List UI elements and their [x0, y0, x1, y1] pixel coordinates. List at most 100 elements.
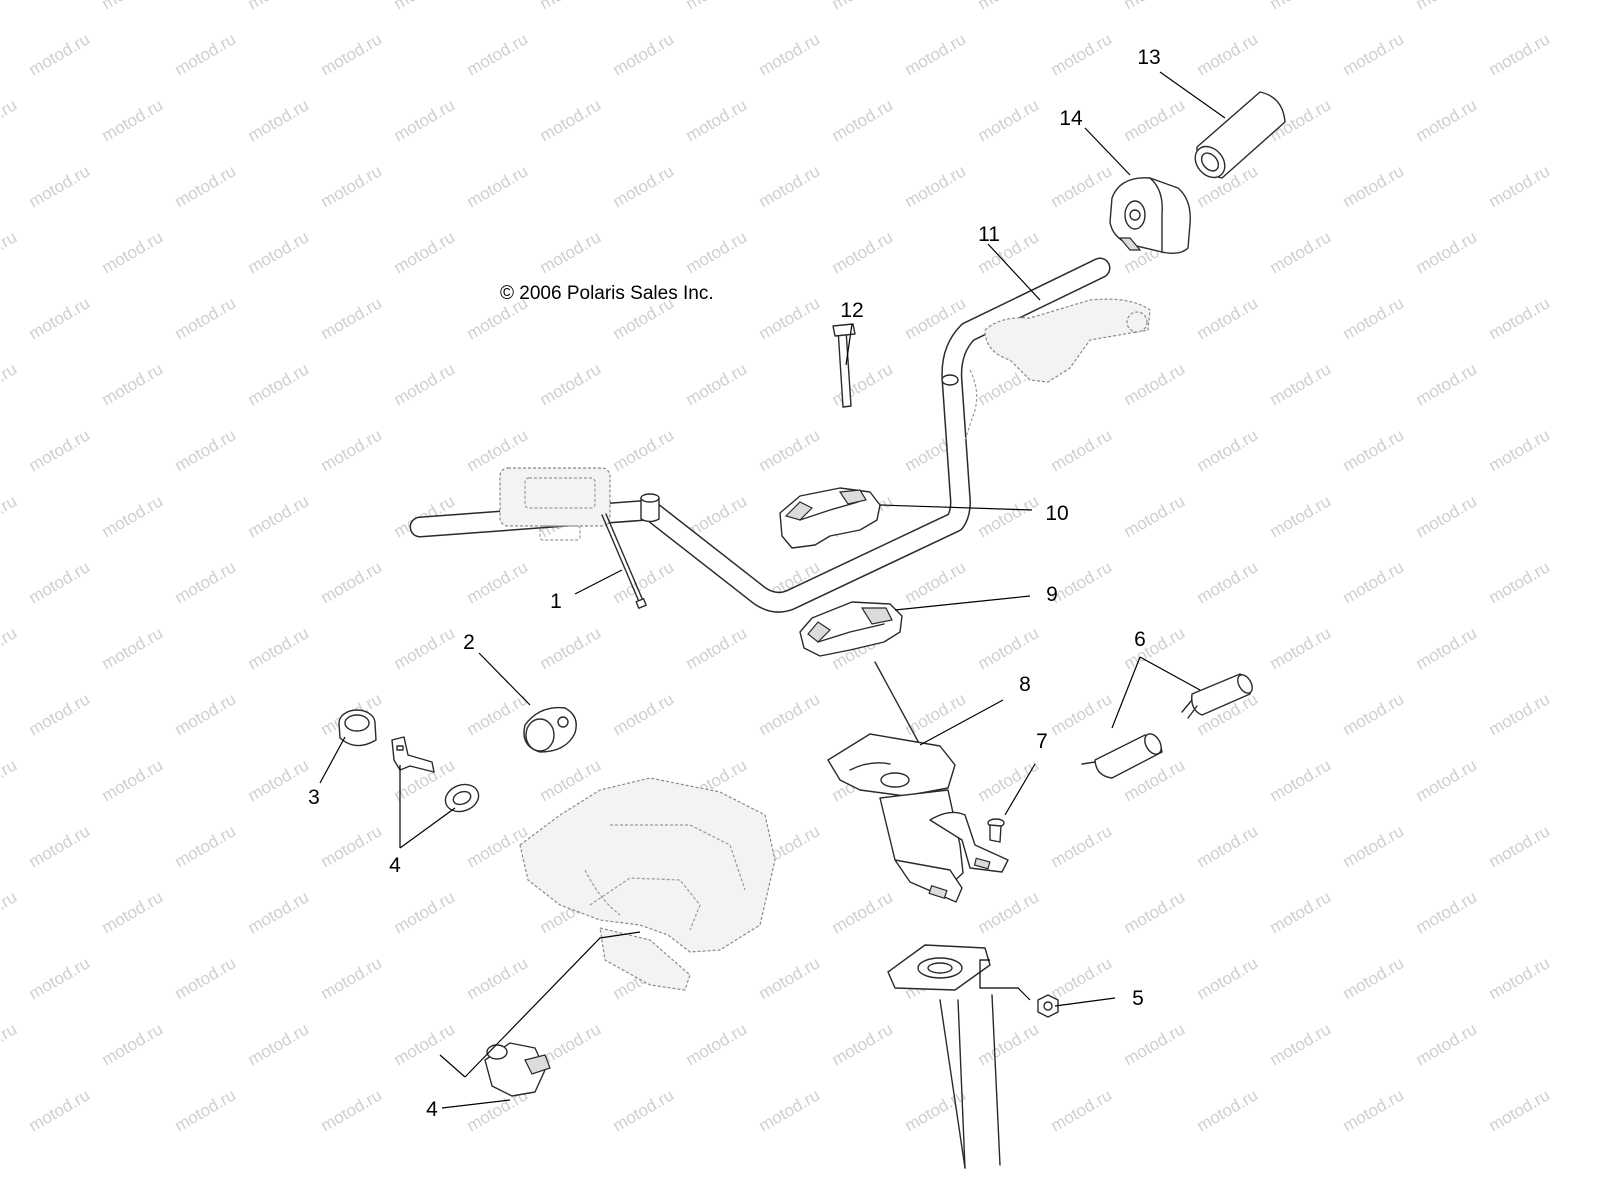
- watermark-text: motod.ru: [537, 227, 605, 277]
- watermark-text: motod.ru: [756, 293, 824, 343]
- watermark-text: motod.ru: [975, 491, 1043, 541]
- watermark-text: motod.ru: [1048, 29, 1116, 79]
- watermark-text: motod.ru: [1121, 1019, 1189, 1069]
- part-13-grip: [1194, 91, 1286, 179]
- callout-10: 10: [1045, 502, 1068, 525]
- watermark-text: motod.ru: [683, 227, 751, 277]
- watermark-text: motod.ru: [26, 689, 94, 739]
- watermark-text: motod.ru: [245, 227, 313, 277]
- callout-2: 2: [463, 631, 475, 654]
- watermark-text: motod.ru: [391, 359, 459, 409]
- watermark-text: motod.ru: [1486, 425, 1554, 475]
- watermark-text: motod.ru: [537, 95, 605, 145]
- watermark-text: motod.ru: [391, 623, 459, 673]
- callout-12: 12: [840, 299, 863, 322]
- watermark-text: motod.ru: [99, 227, 167, 277]
- watermark-text: motod.ru: [610, 29, 678, 79]
- left-control-ghost: [499, 467, 611, 541]
- watermark-text: motod.ru: [1048, 821, 1116, 871]
- watermark-text: motod.ru: [1340, 161, 1408, 211]
- watermark-text: motod.ru: [975, 0, 1043, 13]
- watermark-text: motod.ru: [0, 95, 20, 145]
- watermark-text: motod.ru: [464, 953, 532, 1003]
- watermark-text: motod.ru: [391, 95, 459, 145]
- watermark-text: motod.ru: [391, 887, 459, 937]
- watermark-text: motod.ru: [318, 821, 386, 871]
- watermark-text: motod.ru: [1048, 1085, 1116, 1135]
- part-3-cap: [338, 709, 377, 747]
- watermark-text: motod.ru: [172, 161, 240, 211]
- watermark-text: motod.ru: [1413, 491, 1481, 541]
- callout-5: 5: [1132, 987, 1144, 1010]
- leader-lines: [319, 71, 1226, 1109]
- callout-13: 13: [1137, 46, 1160, 69]
- part-4-ring: [444, 783, 480, 813]
- callout-6: 6: [1134, 628, 1146, 651]
- watermark-text: motod.ru: [245, 359, 313, 409]
- watermark-text: motod.ru: [1121, 359, 1189, 409]
- watermark-text: motod.ru: [1486, 1085, 1554, 1135]
- watermark-text: motod.ru: [756, 29, 824, 79]
- watermark-text: motod.ru: [99, 95, 167, 145]
- watermark-text: motod.ru: [318, 29, 386, 79]
- callout-9: 9: [1046, 583, 1058, 606]
- watermark-text: motod.ru: [245, 1019, 313, 1069]
- watermark-text: motod.ru: [1413, 1019, 1481, 1069]
- watermark-text: motod.ru: [1486, 689, 1554, 739]
- watermark-text: motod.ru: [0, 491, 20, 541]
- watermark-text: motod.ru: [1267, 227, 1335, 277]
- pod-housing-ghost: [519, 777, 776, 991]
- watermark-text: motod.ru: [1340, 821, 1408, 871]
- watermark-text: motod.ru: [0, 0, 20, 13]
- watermark-text: motod.ru: [245, 491, 313, 541]
- watermark-text: motod.ru: [683, 1019, 751, 1069]
- watermark-text: motod.ru: [610, 161, 678, 211]
- watermark-text: motod.ru: [1267, 623, 1335, 673]
- watermark-text: motod.ru: [1486, 29, 1554, 79]
- watermark-text: motod.ru: [245, 887, 313, 937]
- watermark-text: motod.ru: [172, 953, 240, 1003]
- watermark-text: motod.ru: [902, 161, 970, 211]
- callout-3: 3: [308, 786, 320, 809]
- watermark-text: motod.ru: [1340, 557, 1408, 607]
- watermark-text: motod.ru: [1121, 491, 1189, 541]
- watermark-text: motod.ru: [829, 1019, 897, 1069]
- watermark-text: motod.ru: [318, 1085, 386, 1135]
- watermark-text: motod.ru: [1413, 359, 1481, 409]
- watermark-text: motod.ru: [1267, 755, 1335, 805]
- watermark-text: motod.ru: [172, 689, 240, 739]
- watermark-text: motod.ru: [172, 293, 240, 343]
- callout-1: 1: [550, 590, 562, 613]
- watermark-text: motod.ru: [464, 689, 532, 739]
- watermark-text: motod.ru: [99, 887, 167, 937]
- watermark-text: motod.ru: [318, 953, 386, 1003]
- callout-11: 11: [978, 223, 1000, 246]
- watermark-text: motod.ru: [756, 953, 824, 1003]
- watermark-text: motod.ru: [99, 491, 167, 541]
- watermark-text: motod.ru: [610, 425, 678, 475]
- copyright-text: © 2006 Polaris Sales Inc.: [500, 283, 714, 304]
- watermark-text: motod.ru: [318, 425, 386, 475]
- watermark-text: motod.ru: [318, 293, 386, 343]
- watermark-text: motod.ru: [756, 1085, 824, 1135]
- watermark-text: motod.ru: [975, 95, 1043, 145]
- watermark-text: motod.ru: [26, 557, 94, 607]
- part-7-screw: [987, 818, 1005, 843]
- watermark-text: motod.ru: [464, 29, 532, 79]
- watermark-text: motod.ru: [318, 161, 386, 211]
- watermark-text: motod.ru: [0, 755, 20, 805]
- watermark-text: motod.ru: [0, 887, 20, 937]
- watermark-text: motod.ru: [1048, 953, 1116, 1003]
- watermark-text: motod.ru: [1121, 623, 1189, 673]
- watermark-text: motod.ru: [1194, 953, 1262, 1003]
- watermark-text: motod.ru: [26, 29, 94, 79]
- watermark-text: motod.ru: [1194, 29, 1262, 79]
- watermark-text: motod.ru: [1194, 1085, 1262, 1135]
- watermark-text: motod.ru: [1340, 689, 1408, 739]
- watermark-text: motod.ru: [829, 887, 897, 937]
- watermark-text: motod.ru: [0, 623, 20, 673]
- right-lever-ghost: [964, 298, 1151, 441]
- watermark-text: motod.ru: [756, 161, 824, 211]
